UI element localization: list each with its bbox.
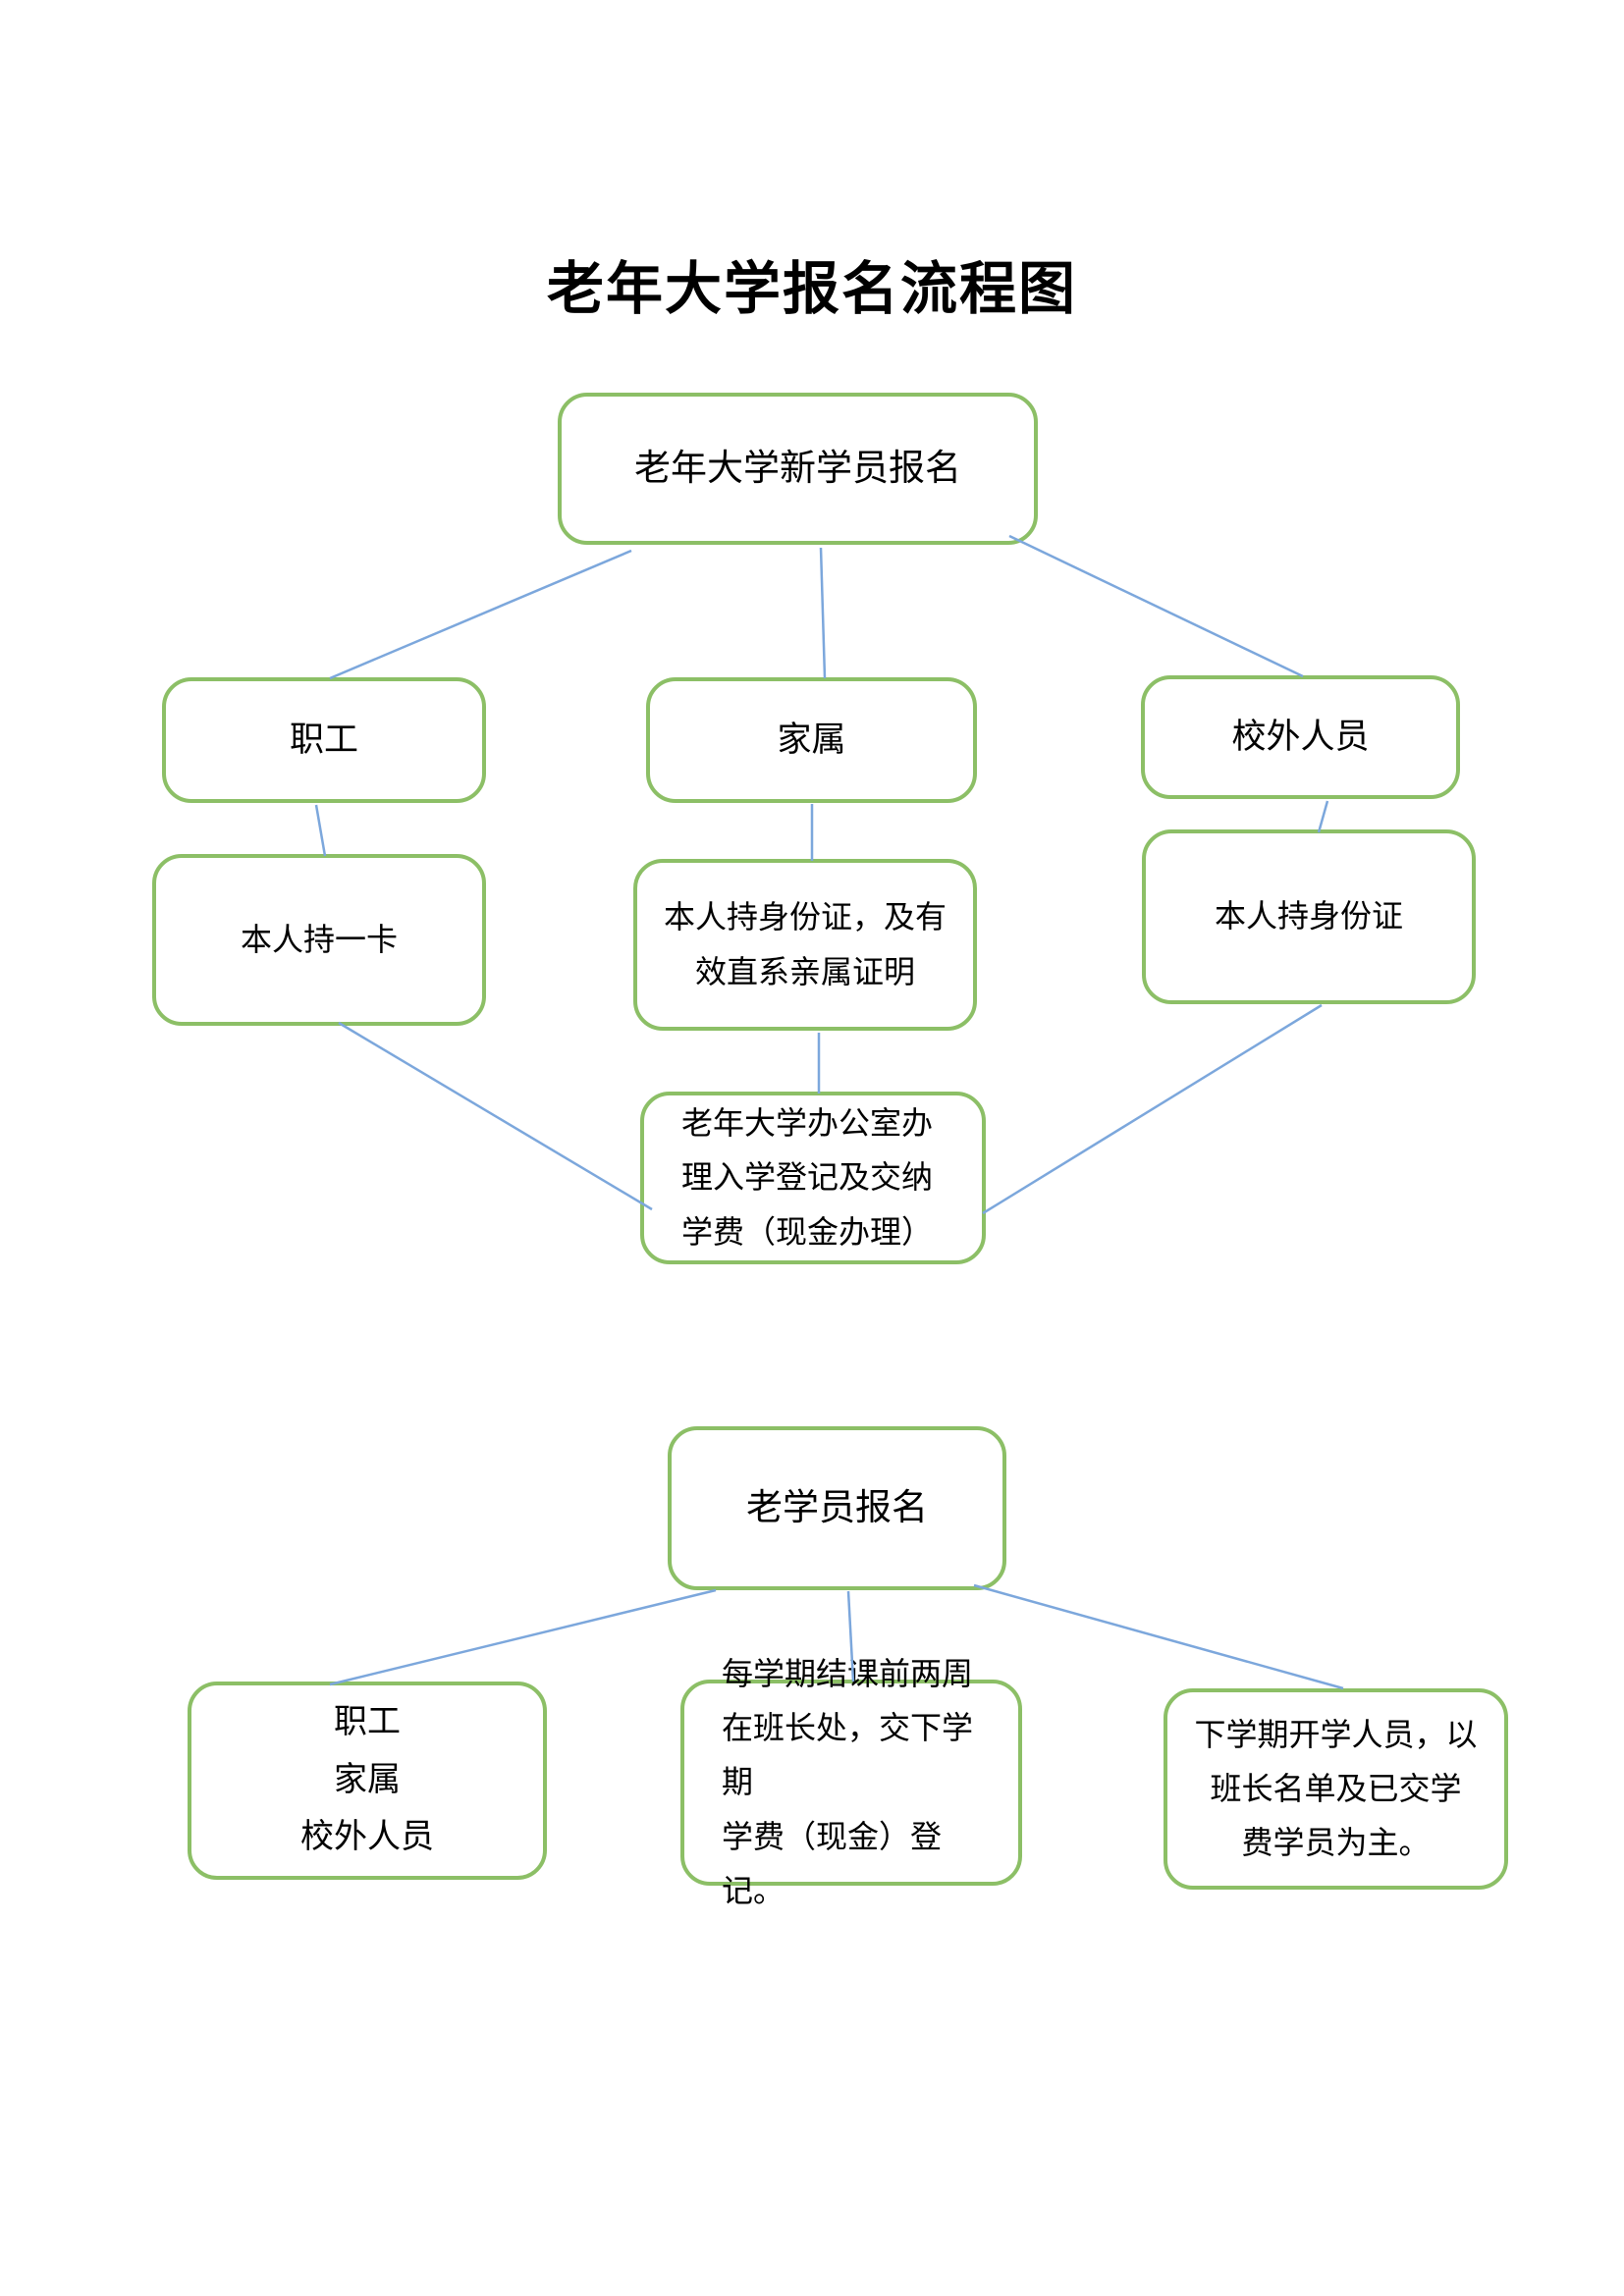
- node-returning-payment: 每学期结课前两周 在班长处，交下学期 学费（现金）登记。: [680, 1656, 1022, 1908]
- connector-line-externalid-to-office: [982, 1003, 1323, 1215]
- node-requirement-staff-card: 本人持一卡: [152, 854, 486, 1026]
- connector-line-staff-to-card: [314, 804, 327, 857]
- connector-line-old-to-groups: [329, 1588, 717, 1686]
- node-returning-roster: 下学期开学人员，以 班长名单及已交学 费学员为主。: [1164, 1688, 1508, 1890]
- node-category-family: 家属: [646, 677, 977, 803]
- node-category-external: 校外人员: [1141, 675, 1460, 799]
- node-new-student-root: 老年大学新学员报名: [558, 393, 1038, 545]
- node-category-staff: 职工: [162, 677, 486, 803]
- connector-line-old-to-roster: [973, 1583, 1344, 1690]
- node-office-registration: 老年大学办公室办 理入学登记及交纳 学费（现金办理）: [640, 1092, 986, 1264]
- node-requirement-external-id: 本人持身份证: [1142, 829, 1476, 1004]
- node-returning-student-root: 老学员报名: [668, 1426, 1006, 1590]
- node-returning-groups: 职工 家属 校外人员: [188, 1682, 547, 1880]
- connector-line-card-to-office: [338, 1021, 653, 1211]
- diagram-title: 老年大学报名流程图: [546, 257, 1077, 321]
- node-requirement-family-id: 本人持身份证，及有 效直系亲属证明: [633, 859, 977, 1031]
- connector-line-root-to-family: [819, 547, 827, 679]
- connector-line-root-to-external: [1008, 534, 1304, 678]
- connector-line-root-to-staff: [329, 549, 632, 680]
- connector-line-external-to-id: [1317, 800, 1329, 833]
